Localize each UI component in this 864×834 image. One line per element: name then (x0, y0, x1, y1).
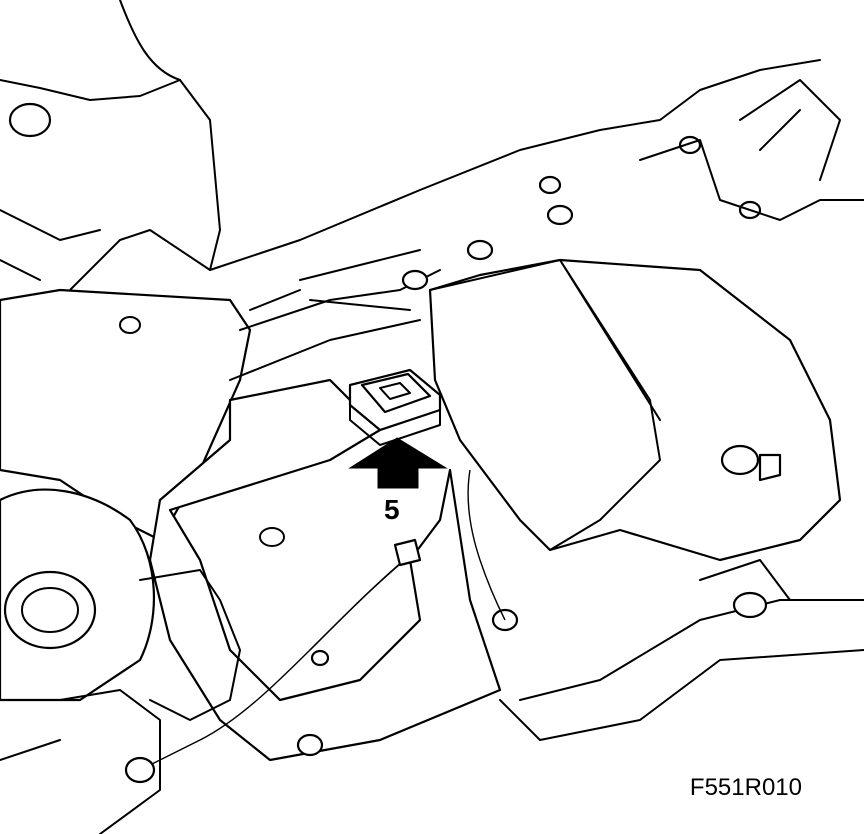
right-mount (720, 444, 760, 476)
gear-hub (3, 570, 97, 650)
housing-hole (119, 316, 141, 334)
cable-right (467, 469, 506, 621)
callout-arrow (348, 437, 448, 489)
cable-plug (393, 538, 422, 567)
sensor-component (348, 368, 442, 446)
lower-left-bracket (0, 569, 241, 834)
floor-plate-hole (259, 527, 285, 547)
right-lower-mount (732, 591, 768, 619)
air-duct (428, 258, 842, 562)
upper-left-panel (0, 79, 221, 331)
callout-label: 5 (384, 494, 400, 525)
bolts (296, 135, 762, 757)
cable-left-2 (309, 559, 406, 651)
cable-end (124, 756, 156, 784)
figure-code: F551R010 (689, 774, 802, 801)
lower-right-structure (499, 559, 864, 741)
gear-hub-inner (21, 587, 79, 633)
right-mount-tab (758, 453, 782, 482)
cross-member-lower (249, 249, 421, 311)
upper-left-contour (0, 0, 181, 281)
upper-right-bracket (639, 79, 864, 221)
left-bolt-head (8, 102, 52, 138)
air-duct-front (429, 259, 661, 551)
